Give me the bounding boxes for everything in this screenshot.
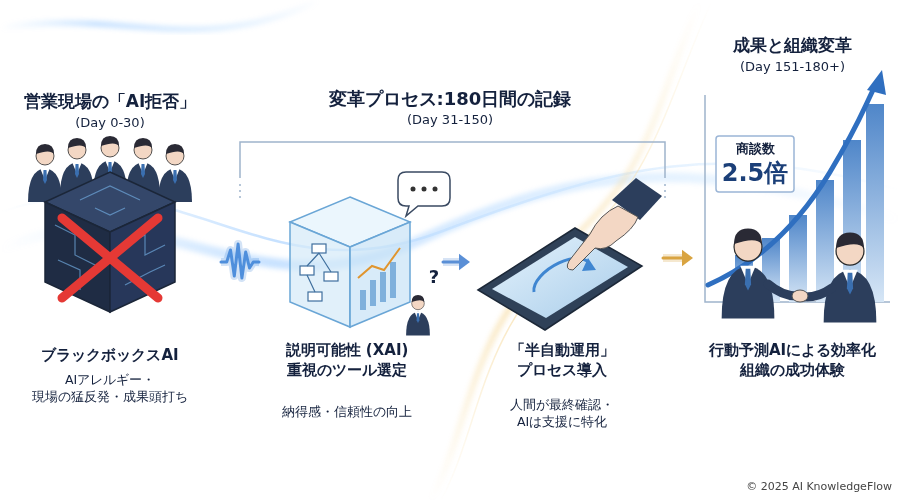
handshake-figures	[824, 233, 877, 323]
handshake-figures	[722, 229, 775, 319]
stage-text: (Day 151-180+)	[695, 58, 890, 76]
growth-chart	[716, 136, 794, 192]
glass-cube	[380, 272, 386, 302]
black-box-cube	[110, 202, 175, 312]
metric-value: 2.5倍	[718, 158, 792, 188]
tablet-device	[534, 258, 590, 292]
growth-chart	[866, 104, 884, 302]
black-box-cube	[55, 186, 165, 290]
flow-connector	[663, 250, 693, 267]
connector-glow	[443, 258, 460, 266]
glass-cube	[350, 222, 410, 327]
speech-bubble	[433, 187, 438, 192]
stage-node: 「半自動運用」 プロセス導入人間が最終確認・ AIは支援に特化	[472, 180, 660, 445]
black-box-cube	[62, 218, 158, 298]
phase-heading: 変革プロセス:180日間の記録	[280, 88, 620, 111]
black-box-cube	[95, 208, 125, 215]
glass-cube	[370, 280, 376, 306]
metric-name: 商談数	[718, 141, 792, 157]
connector-glow	[663, 254, 683, 262]
glass-cube	[358, 248, 400, 278]
connector-line	[663, 257, 683, 260]
stage-text: 行動予測AIによる効率化 組織の成功体験	[695, 340, 890, 381]
arrow-head	[682, 250, 693, 267]
connector-glow	[221, 244, 259, 278]
glass-cube	[360, 290, 366, 310]
phase-bracket	[240, 142, 665, 178]
black-box-cube	[62, 218, 158, 298]
flow-connector	[443, 254, 470, 271]
glass-cube	[324, 272, 338, 281]
stage-node: 成果と組織変革(Day 151-180+) 行動予測AIによる効率化 組織の成功体…	[695, 28, 898, 423]
touching-hand	[567, 206, 638, 270]
tablet-device	[582, 258, 596, 271]
stage-text: ブラックボックスAI	[10, 345, 210, 365]
stage-text: AIアレルギー・ 現場の猛反発・成果頭打ち	[20, 372, 200, 406]
speech-bubble	[398, 172, 450, 216]
stage-node: 営業現場の「AI拒否」(Day 0-30) ブラックボックスAI AIアレルギー・ …	[10, 88, 218, 423]
phase-bracket	[240, 142, 665, 200]
stage-node: 説明可能性 (XAI) 重視のツール選定納得感・信頼性の向上	[262, 180, 440, 425]
glass-cube	[390, 262, 396, 298]
glass-cube	[312, 244, 326, 253]
handshake-figures	[792, 290, 808, 302]
stage-text: (Day 0-30)	[10, 114, 210, 132]
speech-bubble	[398, 172, 450, 216]
stage-heading: 説明可能性 (XAI) 重視のツール選定	[262, 340, 432, 381]
black-box-cube	[45, 172, 175, 312]
stage-heading: 成果と組織変革	[695, 34, 890, 57]
connector-line	[443, 261, 460, 264]
black-box-cube	[80, 186, 140, 200]
phase-days: (Day 31-150)	[350, 112, 550, 128]
question-mark: ?	[424, 266, 444, 289]
tablet-device	[492, 237, 628, 318]
tablet-device	[478, 228, 642, 330]
phase-bracket	[239, 184, 241, 200]
tablet-device	[478, 228, 642, 330]
glass-cube	[290, 197, 410, 327]
growth-chart	[867, 70, 886, 95]
stage-text: 人間が最終確認・ AIは支援に特化	[472, 397, 652, 431]
arrow-head	[459, 254, 470, 271]
connector-line	[221, 244, 259, 278]
glass-cube	[308, 292, 322, 301]
light-streak	[440, 0, 712, 502]
questioning-person	[406, 295, 430, 336]
glass-cube	[300, 244, 338, 301]
phase-bracket	[664, 184, 666, 200]
speech-bubble	[411, 187, 416, 192]
handshake-figures	[722, 229, 877, 323]
stage-heading: 「半自動運用」 プロセス導入	[472, 340, 652, 381]
copyright-note: © 2025 AI KnowledgeFlow	[640, 480, 892, 494]
light-streak	[0, 0, 320, 29]
glass-cube	[300, 266, 314, 275]
questioning-person	[406, 295, 430, 336]
speech-bubble	[422, 187, 427, 192]
black-box-cube	[62, 218, 158, 298]
stage-heading: 営業現場の「AI拒否」	[10, 90, 210, 113]
flow-connector	[221, 244, 259, 278]
growth-chart	[789, 215, 807, 302]
glass-cube	[290, 222, 350, 327]
black-box-cube	[45, 202, 110, 312]
glass-cube	[360, 262, 396, 310]
touching-hand	[567, 178, 662, 270]
crowd-figures	[158, 144, 192, 202]
glass-cube	[307, 253, 331, 292]
stage-text: 納得感・信頼性の向上	[262, 404, 432, 421]
growth-chart	[705, 70, 890, 302]
crowd-figures	[28, 144, 62, 202]
